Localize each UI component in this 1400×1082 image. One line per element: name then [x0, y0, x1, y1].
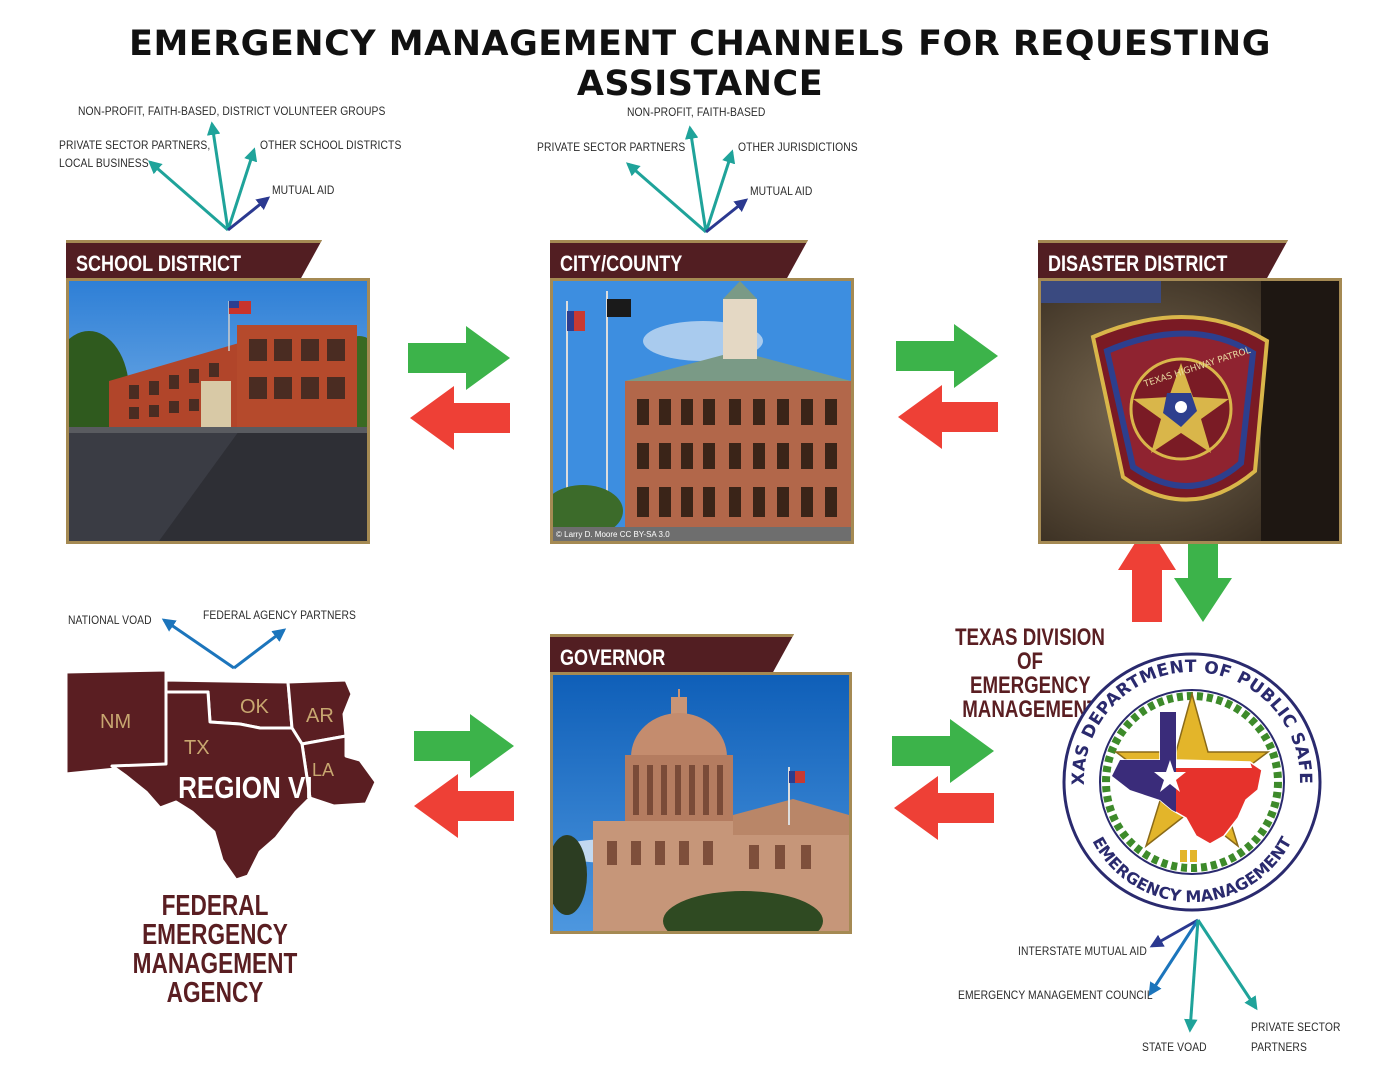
svg-text:TEXAS DEPARTMENT OF PUBLIC SAF: TEXAS DEPARTMENT OF PUBLIC SAFETY: [0, 0, 1315, 785]
flow-arrow-tdem-to-disaster: [1118, 524, 1176, 622]
tdem-name: TEXAS DIVISION OF EMERGENCY MANAGEMENT: [918, 626, 1142, 722]
seal-top-text: TEXAS DEPARTMENT OF PUBLIC SAFETY: [0, 0, 1315, 785]
city-county-tab: CITY/COUNTY: [550, 240, 808, 280]
flow-arrow-city-to-school: [410, 386, 510, 450]
fema-channel-arrows: [161, 618, 287, 670]
channel-em-council: EMERGENCY MANAGEMENT COUNCIL: [958, 988, 1153, 1002]
channel-private-sector-line2: LOCAL BUSINESS: [59, 156, 149, 170]
state-label-ok: OK: [240, 696, 270, 718]
disaster-district-tab: DISASTER DISTRICT: [1038, 240, 1288, 280]
channel-federal-agency-partners: FEDERAL AGENCY PARTNERS: [203, 608, 356, 622]
region-label: REGION VI: [178, 771, 312, 806]
school-district-channel-arrows: [147, 121, 271, 232]
photo-credit: © Larry D. Moore CC BY-SA 3.0: [556, 530, 670, 539]
channel-private-sector-tdem-line2: PARTNERS: [1251, 1040, 1307, 1054]
state-label-nm: NM: [100, 711, 131, 733]
flow-arrow-governor-to-fema: [414, 774, 514, 838]
channel-private-sector-city: PRIVATE SECTOR PARTNERS: [537, 140, 686, 154]
fema-name: FEDERAL EMERGENCY MANAGEMENT AGENCY: [60, 892, 370, 1008]
state-label-la: LA: [312, 760, 334, 780]
channel-mutual-aid-school: MUTUAL AID: [272, 183, 335, 197]
school-district-photo: [66, 278, 370, 544]
tdem-name-line2: EMERGENCY: [969, 672, 1091, 699]
flow-arrow-disaster-to-city: [898, 385, 998, 449]
flow-arrow-city-to-disaster: [896, 324, 998, 388]
state-label-ar: AR: [306, 705, 334, 727]
flow-arrow-governor-to-tdem: [894, 776, 994, 840]
tdem-name-line3: MANAGEMENT: [961, 696, 1099, 723]
governor-tab: GOVERNOR: [550, 634, 794, 674]
channel-nonprofit-city: NON-PROFIT, FAITH-BASED: [627, 105, 766, 119]
channel-mutual-aid-city: MUTUAL AID: [750, 184, 813, 198]
channel-private-sector-line1: PRIVATE SECTOR PARTNERS,: [59, 138, 211, 152]
city-county-photo: © Larry D. Moore CC BY-SA 3.0: [550, 278, 854, 544]
tdem-name-line1: TEXAS DIVISION OF: [955, 624, 1105, 675]
disaster-district-photo: TEXAS HIGHWAY PATROL: [1038, 278, 1342, 544]
flow-arrow-disaster-to-tdem: [1174, 522, 1232, 622]
flow-arrow-school-to-city: [408, 326, 510, 390]
school-district-tab: SCHOOL DISTRICT: [66, 240, 322, 280]
channel-national-voad: NATIONAL VOAD: [68, 613, 152, 627]
fema-name-line1: FEDERAL EMERGENCY: [142, 890, 288, 951]
page-title: EMERGENCY MANAGEMENT CHANNELS FOR REQUES…: [129, 24, 1271, 104]
channel-nonprofit-district: NON-PROFIT, FAITH-BASED, DISTRICT VOLUNT…: [78, 104, 386, 118]
channel-other-school-districts: OTHER SCHOOL DISTRICTS: [260, 138, 402, 152]
state-label-tx: TX: [184, 737, 210, 759]
flow-arrow-fema-to-governor: [414, 714, 514, 778]
channel-state-voad: STATE VOAD: [1142, 1040, 1207, 1054]
fema-name-line2: MANAGEMENT AGENCY: [132, 948, 298, 1009]
region-map-shapes: [64, 668, 378, 882]
channel-other-jurisdictions: OTHER JURISDICTIONS: [738, 140, 858, 154]
governor-photo: [550, 672, 852, 934]
tdem-channel-arrows: [1148, 918, 1258, 1033]
flow-arrow-tdem-to-governor: [892, 719, 994, 783]
channel-interstate-mutual-aid: INTERSTATE MUTUAL AID: [1018, 944, 1147, 958]
channel-private-sector-tdem-line1: PRIVATE SECTOR: [1251, 1020, 1341, 1034]
city-county-channel-arrows: [625, 125, 749, 234]
